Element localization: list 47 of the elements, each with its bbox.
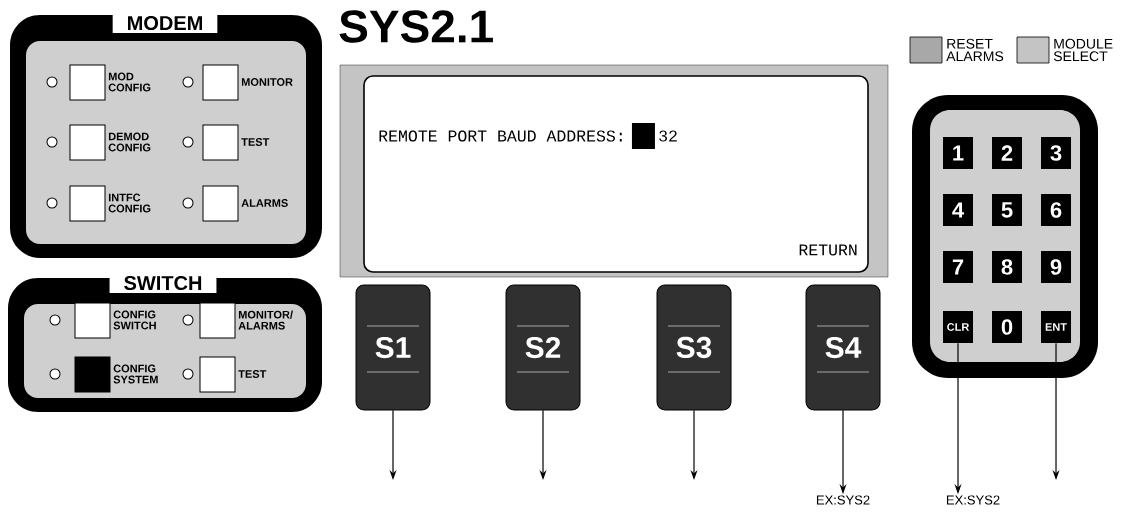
node-label: TEST xyxy=(241,138,270,146)
node-label: MONITOR xyxy=(241,78,293,86)
key: 9 xyxy=(1041,251,1071,283)
key: 5 xyxy=(992,194,1022,226)
soft-key: S2 xyxy=(505,284,581,411)
node-label: CONFIG SYSTEM xyxy=(113,364,158,384)
node-label: RESET ALARMS xyxy=(946,38,1004,62)
key: 1 xyxy=(943,137,973,169)
panel-button: ALARMS xyxy=(182,185,288,222)
node-label: DEMOD CONFIG xyxy=(108,132,151,152)
panel-button: MONITOR xyxy=(182,64,293,101)
reference-note: EX:SYS2 xyxy=(817,495,870,505)
soft-key: S4 xyxy=(805,284,881,411)
panel-button: TEST xyxy=(182,124,270,161)
panel-button: INTFC CONFIG xyxy=(46,185,151,222)
key: 8 xyxy=(992,251,1022,283)
node-label: TEST xyxy=(238,370,267,378)
node-label: MOD CONFIG xyxy=(108,72,151,92)
node-label: CONFIG SWITCH xyxy=(113,310,156,330)
key: CLR xyxy=(943,311,973,343)
panel-button: CONFIG SYSTEM xyxy=(49,356,158,393)
screen-text: 32 xyxy=(659,130,677,142)
title: SYS2.1 xyxy=(339,10,493,43)
panel-key: MODULE SELECT xyxy=(1016,36,1113,64)
node-label: ALARMS xyxy=(241,199,288,207)
node-label: INTFC CONFIG xyxy=(108,193,151,213)
panel-button: DEMOD CONFIG xyxy=(46,124,151,161)
panel-key: RESET ALARMS xyxy=(909,36,1004,64)
key: 2 xyxy=(992,137,1022,169)
screen-text: RETURN xyxy=(799,244,857,256)
node-label: MONITOR/ ALARMS xyxy=(238,310,293,330)
node-label: MODULE SELECT xyxy=(1053,38,1113,62)
reference-note: EX:SYS2 xyxy=(947,495,1000,505)
panel-button: MOD CONFIG xyxy=(46,64,151,101)
display-screen xyxy=(339,64,889,278)
key: 4 xyxy=(943,194,973,226)
key: ENT xyxy=(1041,311,1071,343)
screen-text: REMOTE PORT BAUD ADDRESS: xyxy=(379,130,622,142)
key: 7 xyxy=(943,251,973,283)
soft-key: S1 xyxy=(355,284,431,411)
key: 3 xyxy=(1041,137,1071,169)
panel-button: MONITOR/ ALARMS xyxy=(182,302,293,339)
panel-button: CONFIG SWITCH xyxy=(49,302,156,339)
soft-key: S3 xyxy=(656,284,732,411)
key: 6 xyxy=(1041,194,1071,226)
panel-button: TEST xyxy=(182,356,267,393)
key: 0 xyxy=(992,311,1022,343)
